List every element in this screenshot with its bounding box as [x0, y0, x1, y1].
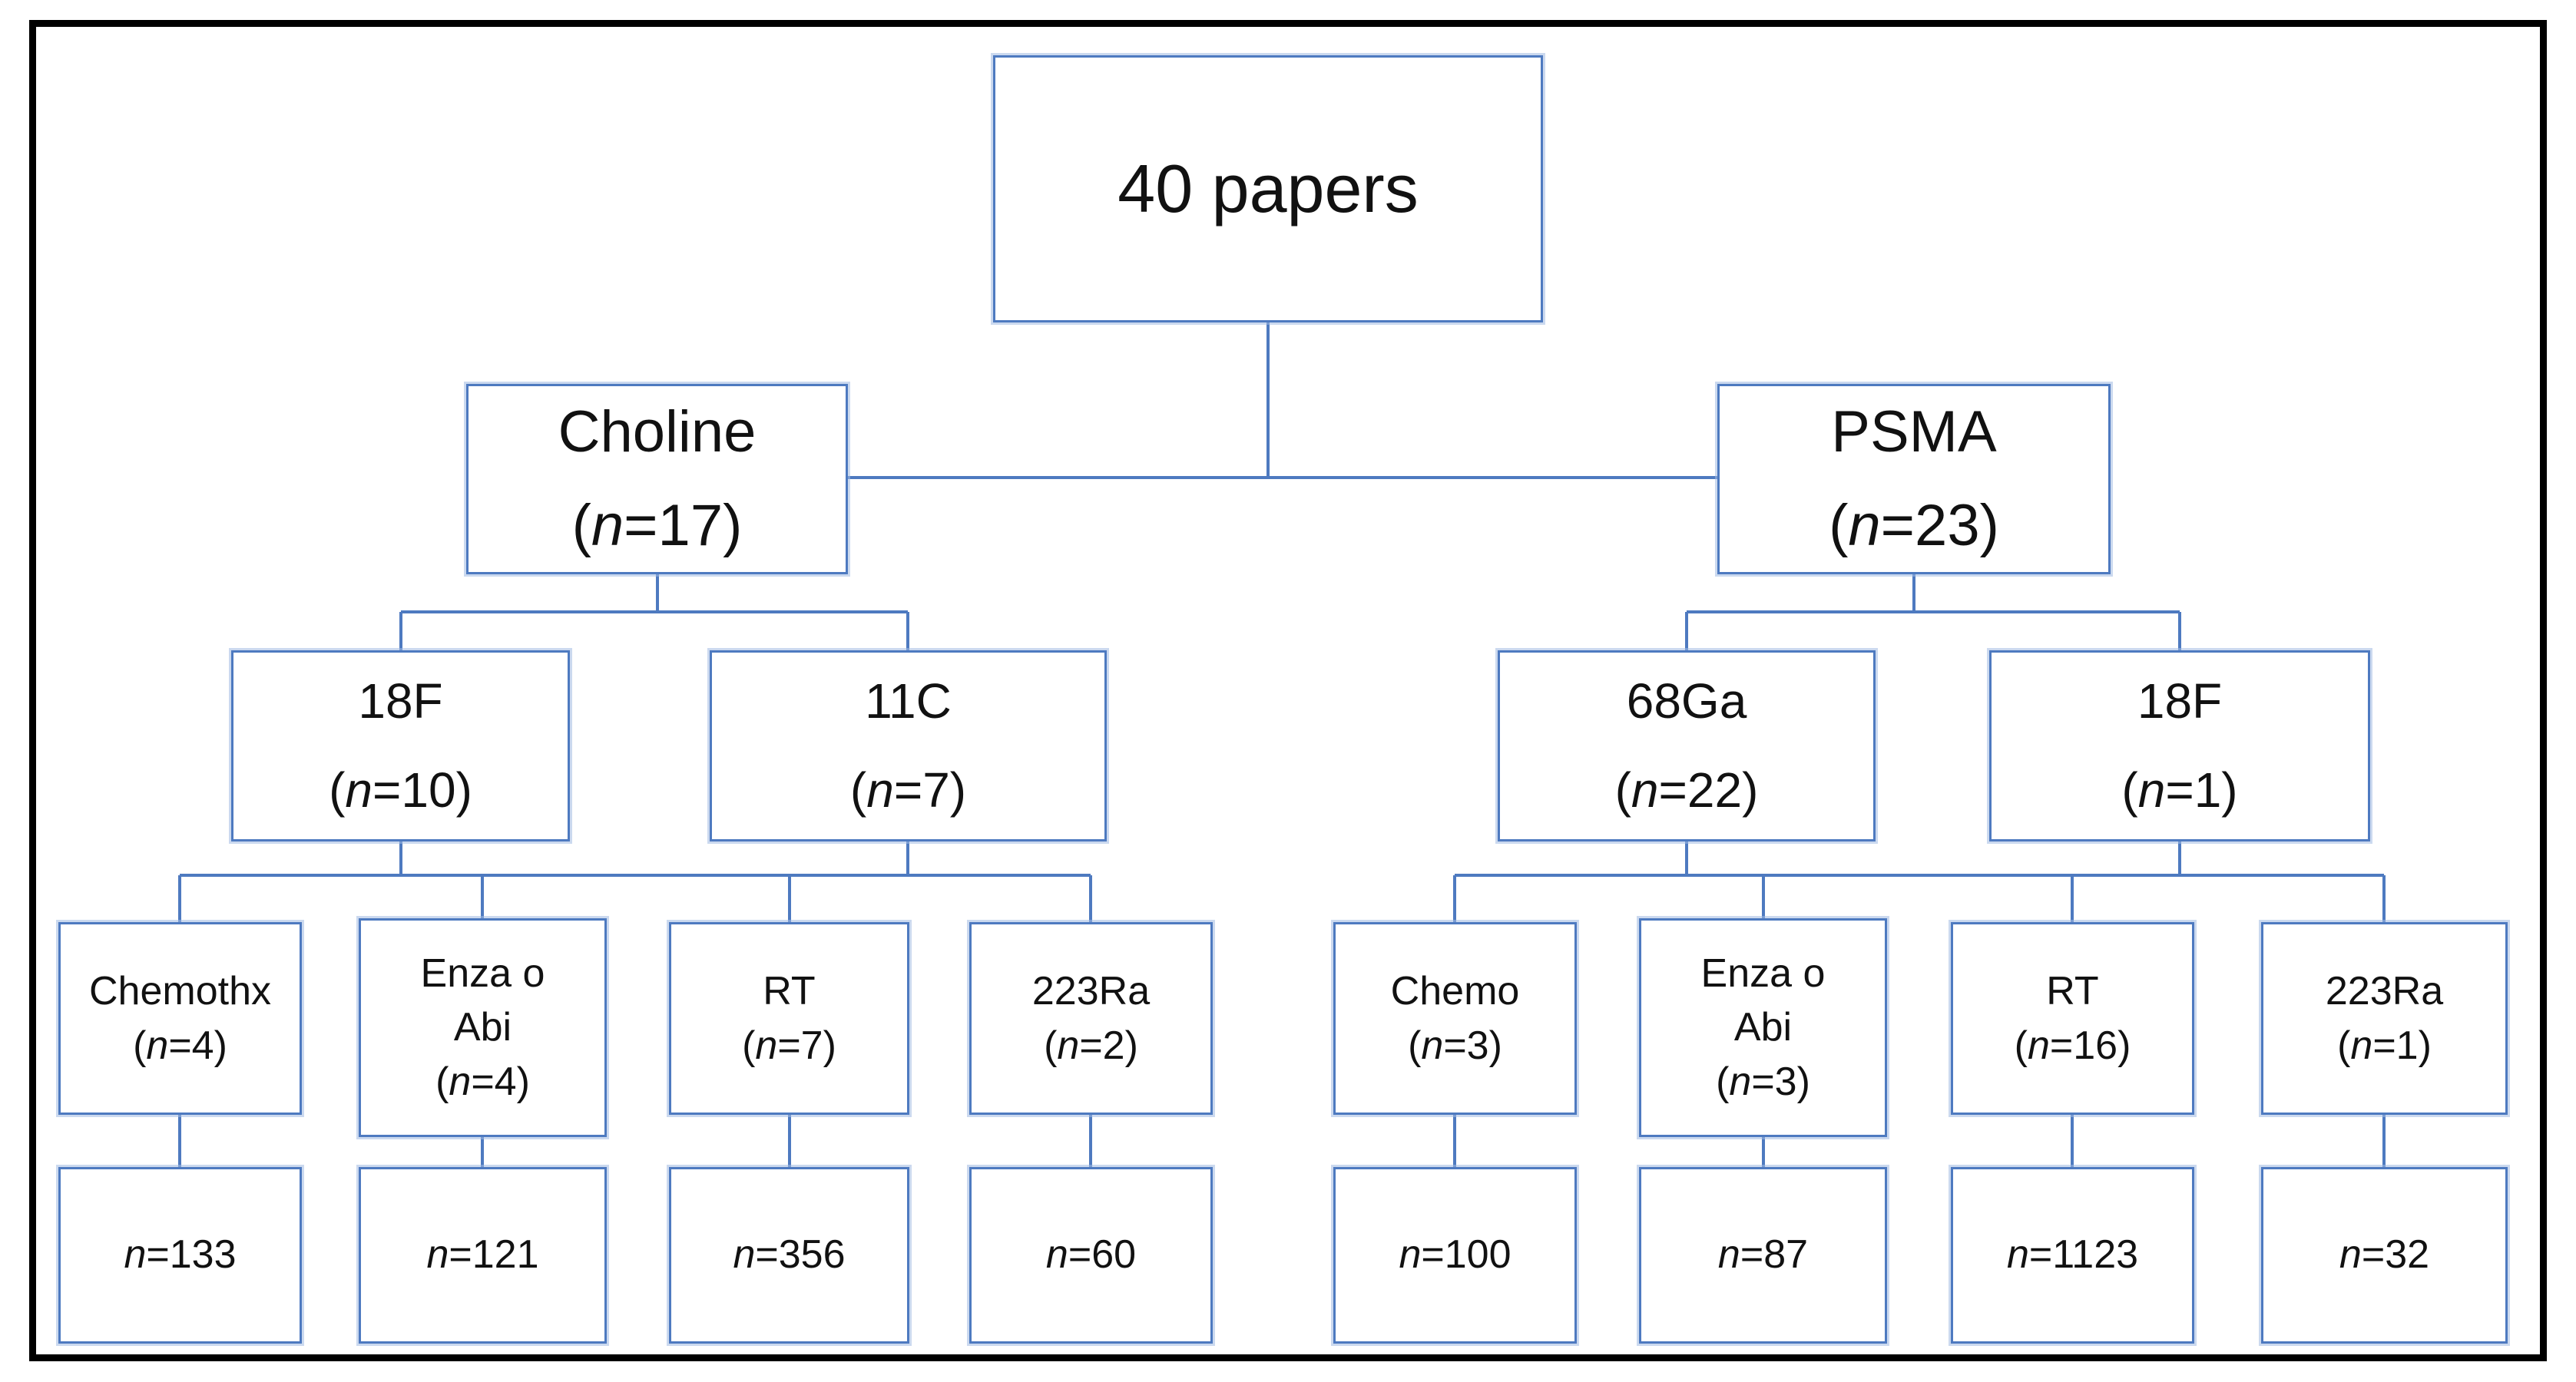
node-label-line: Chemothx [89, 969, 271, 1014]
node-chemothx: Chemothx (n=4) [58, 922, 302, 1115]
node-root: 40 papers [993, 55, 1543, 322]
node-count: (n=1) [2337, 1023, 2432, 1068]
node-label-line: Enza o [1700, 951, 1826, 997]
node-count: n=100 [1399, 1232, 1511, 1278]
node-count-356: n=356 [669, 1167, 909, 1344]
node-label-line: PSMA [1831, 399, 1997, 465]
node-count: n=121 [426, 1232, 539, 1278]
node-count-121: n=121 [359, 1167, 607, 1344]
node-label-line: 18F [2137, 673, 2223, 729]
node-count: (n=3) [1716, 1059, 1810, 1104]
node-count: n=32 [2339, 1232, 2430, 1278]
node-count: (n=7) [742, 1023, 836, 1068]
node-count: n=87 [1717, 1232, 1809, 1278]
node-label-line: Abi [453, 1005, 512, 1050]
node-count: (n=3) [1408, 1023, 1502, 1068]
node-label-line: 40 papers [1117, 150, 1419, 226]
node-count: (n=4) [133, 1023, 227, 1068]
node-psma: PSMA (n=23) [1717, 384, 2111, 574]
node-label-line: 223Ra [2325, 969, 2444, 1014]
node-count: n=133 [124, 1232, 237, 1278]
node-label-line: 68Ga [1626, 673, 1747, 729]
node-choline: Choline (n=17) [466, 384, 848, 574]
node-f18-choline: 18F (n=10) [231, 650, 570, 841]
node-rt-choline: RT (n=7) [669, 922, 909, 1115]
node-count-100: n=100 [1333, 1167, 1577, 1344]
node-label-line: Chemo [1390, 969, 1520, 1014]
node-enza-abi-choline: Enza o Abi (n=4) [359, 918, 607, 1137]
node-count-1123: n=1123 [1951, 1167, 2194, 1344]
node-count-60: n=60 [969, 1167, 1213, 1344]
node-label-line: RT [2046, 969, 2099, 1014]
node-label-line: 11C [865, 673, 952, 729]
node-enza-abi-psma: Enza o Abi (n=3) [1639, 918, 1887, 1137]
node-count-32: n=32 [2261, 1167, 2508, 1344]
node-count: (n=16) [2014, 1023, 2131, 1068]
node-f18-psma: 18F (n=1) [1989, 650, 2370, 841]
node-count: (n=7) [849, 762, 967, 818]
node-label-line: 18F [358, 673, 443, 729]
node-count: (n=2) [1044, 1023, 1138, 1068]
node-ra223-psma: 223Ra (n=1) [2261, 922, 2508, 1115]
node-count: n=60 [1045, 1232, 1137, 1278]
node-ra223-choline: 223Ra (n=2) [969, 922, 1213, 1115]
node-label-line: Abi [1733, 1005, 1793, 1050]
figure-frame [29, 20, 2547, 1361]
node-count: (n=10) [329, 762, 472, 818]
node-rt-psma: RT (n=16) [1951, 922, 2194, 1115]
node-count: (n=22) [1614, 762, 1759, 818]
node-count-133: n=133 [58, 1167, 302, 1344]
node-c11-choline: 11C (n=7) [710, 650, 1107, 841]
node-count-87: n=87 [1639, 1167, 1887, 1344]
node-label-line: RT [763, 969, 816, 1014]
node-count: (n=23) [1829, 493, 1999, 558]
node-ga68-psma: 68Ga (n=22) [1498, 650, 1876, 841]
node-label-line: Enza o [420, 951, 545, 997]
node-count: (n=1) [2121, 762, 2238, 818]
node-count: (n=4) [435, 1059, 530, 1104]
node-count: n=356 [733, 1232, 846, 1278]
node-label-line: 223Ra [1031, 969, 1151, 1014]
node-count: n=1123 [2006, 1232, 2139, 1278]
node-chemo-psma: Chemo (n=3) [1333, 922, 1577, 1115]
node-label-line: Choline [558, 399, 757, 465]
node-count: (n=17) [571, 493, 743, 558]
